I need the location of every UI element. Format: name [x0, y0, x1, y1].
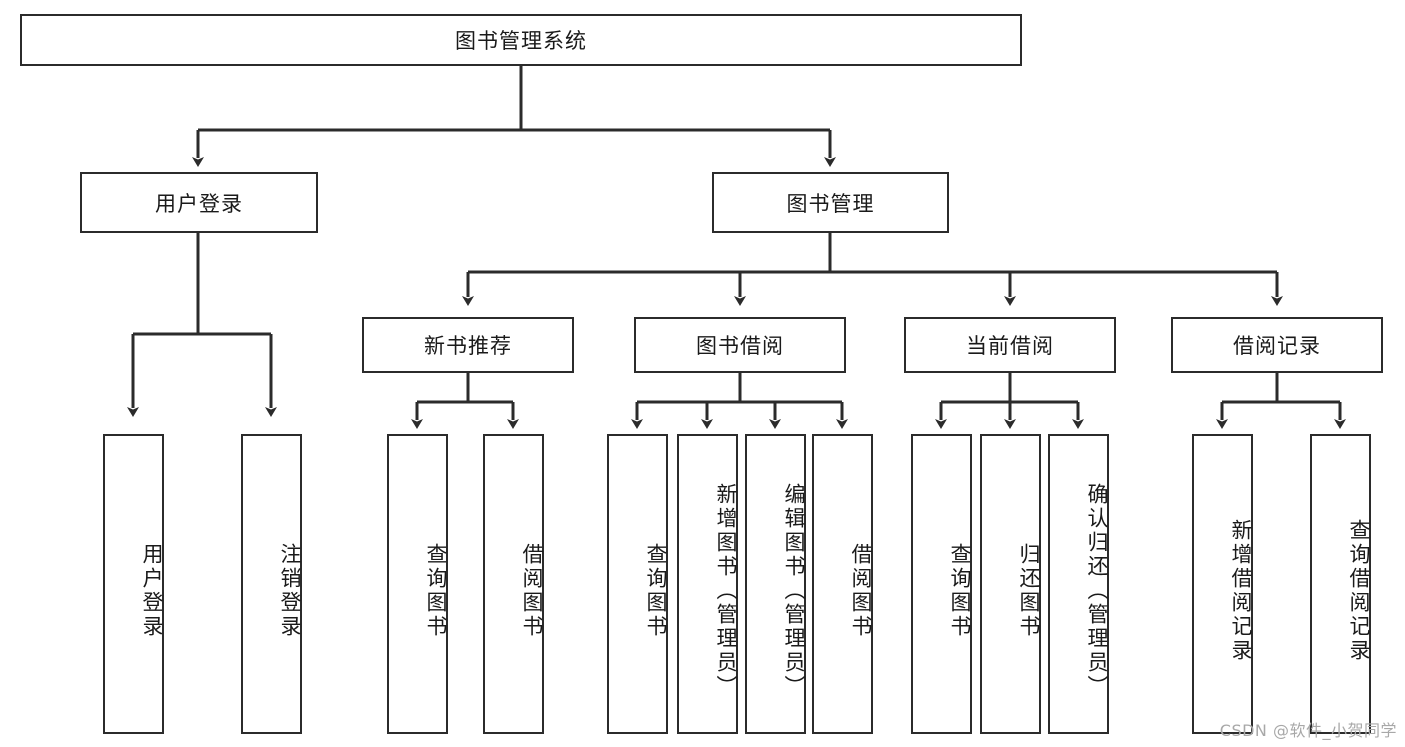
node-label: 查询图书 — [948, 543, 972, 639]
node-label: 确认归还（管理员） — [1085, 483, 1109, 699]
leaf-recommend-borrow-book[interactable]: 借阅图书 — [483, 434, 544, 734]
leaf-user-login-signin[interactable]: 用户登录 — [103, 434, 164, 734]
node-label: 查询图书 — [644, 543, 668, 639]
leaf-current-confirm-return-admin[interactable]: 确认归还（管理员） — [1048, 434, 1109, 734]
node-label: 注销登录 — [278, 543, 302, 639]
leaf-borrow-query-book[interactable]: 查询图书 — [607, 434, 668, 734]
node-user-login[interactable]: 用户登录 — [80, 172, 318, 233]
leaf-record-query-record[interactable]: 查询借阅记录 — [1310, 434, 1371, 734]
node-label: 图书借阅 — [696, 334, 784, 358]
node-label: 借阅图书 — [520, 543, 544, 639]
node-label: 借阅图书 — [849, 543, 873, 639]
node-root-system[interactable]: 图书管理系统 — [20, 14, 1022, 66]
leaf-current-query-book[interactable]: 查询图书 — [911, 434, 972, 734]
node-label: 新增图书（管理员） — [714, 483, 738, 699]
node-borrow-record[interactable]: 借阅记录 — [1171, 317, 1383, 373]
node-label: 归还图书 — [1017, 543, 1041, 639]
node-label: 图书管理 — [786, 191, 875, 216]
node-label: 当前借阅 — [966, 334, 1054, 358]
node-label: 用户登录 — [140, 543, 164, 639]
leaf-record-add-record[interactable]: 新增借阅记录 — [1192, 434, 1253, 734]
node-book-management[interactable]: 图书管理 — [712, 172, 949, 233]
leaf-current-return-book[interactable]: 归还图书 — [980, 434, 1041, 734]
node-new-book-recommend[interactable]: 新书推荐 — [362, 317, 574, 373]
leaf-user-login-signout[interactable]: 注销登录 — [241, 434, 302, 734]
leaf-recommend-query-book[interactable]: 查询图书 — [387, 434, 448, 734]
node-label: 新增借阅记录 — [1229, 519, 1253, 663]
node-current-borrow[interactable]: 当前借阅 — [904, 317, 1116, 373]
node-label: 新书推荐 — [424, 334, 512, 358]
node-label: 图书管理系统 — [455, 29, 587, 53]
node-label: 查询借阅记录 — [1347, 519, 1371, 663]
node-label: 用户登录 — [155, 191, 243, 216]
leaf-borrow-edit-book-admin[interactable]: 编辑图书（管理员） — [745, 434, 806, 734]
node-label: 借阅记录 — [1233, 334, 1321, 358]
node-book-borrow[interactable]: 图书借阅 — [634, 317, 846, 373]
leaf-borrow-borrow-book[interactable]: 借阅图书 — [812, 434, 873, 734]
node-label: 编辑图书（管理员） — [782, 483, 806, 699]
leaf-borrow-add-book-admin[interactable]: 新增图书（管理员） — [677, 434, 738, 734]
node-label: 查询图书 — [424, 543, 448, 639]
